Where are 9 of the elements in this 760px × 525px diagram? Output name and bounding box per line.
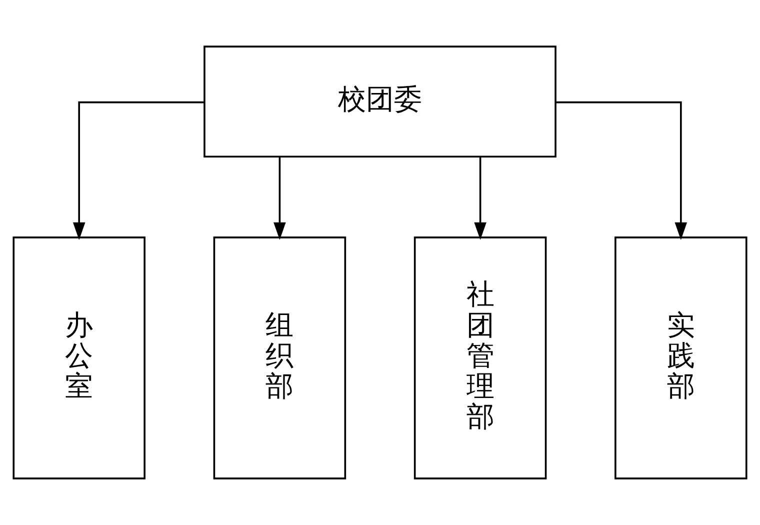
node-box: 校团委	[204, 46, 556, 158]
arrow	[72, 101, 204, 240]
arrow	[556, 101, 688, 240]
node-box: 办公室	[12, 236, 146, 480]
arrow	[474, 157, 486, 240]
node-box: 组织部	[213, 236, 346, 480]
node-box: 社团管理部	[414, 236, 547, 480]
node-box: 实践部	[614, 236, 748, 480]
arrow	[274, 157, 286, 240]
